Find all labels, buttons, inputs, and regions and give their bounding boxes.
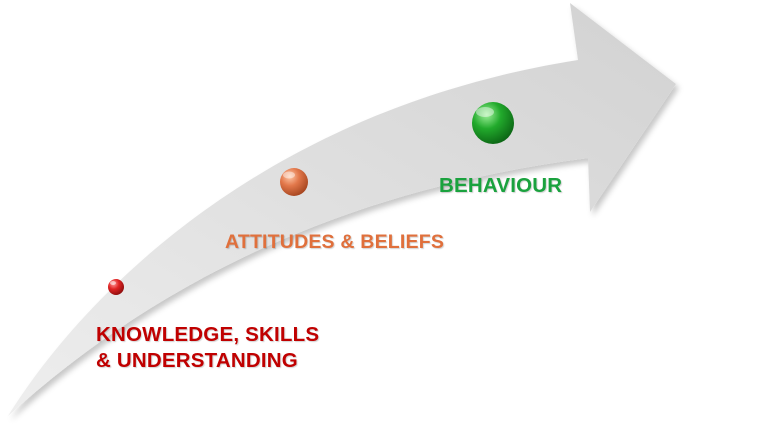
attitudes-label-line-1: ATTITUDES & BELIEFS: [225, 231, 445, 253]
knowledge-dot-icon: [108, 279, 124, 295]
attitudes-stage-label: ATTITUDES & BELIEFS: [225, 230, 444, 254]
behaviour-label-line-1: BEHAVIOUR: [439, 174, 563, 197]
knowledge-label-line-2: & UNDERSTANDING: [96, 349, 298, 372]
behaviour-dot-icon: [472, 102, 514, 144]
arrow-body: [8, 3, 676, 416]
behaviour-stage-label: BEHAVIOUR: [439, 174, 562, 198]
knowledge-stage-label: KNOWLEDGE, SKILLS & UNDERSTANDING: [96, 322, 319, 374]
knowledge-label-line-1: KNOWLEDGE, SKILLS: [96, 323, 320, 346]
attitudes-dot-icon: [280, 168, 308, 196]
